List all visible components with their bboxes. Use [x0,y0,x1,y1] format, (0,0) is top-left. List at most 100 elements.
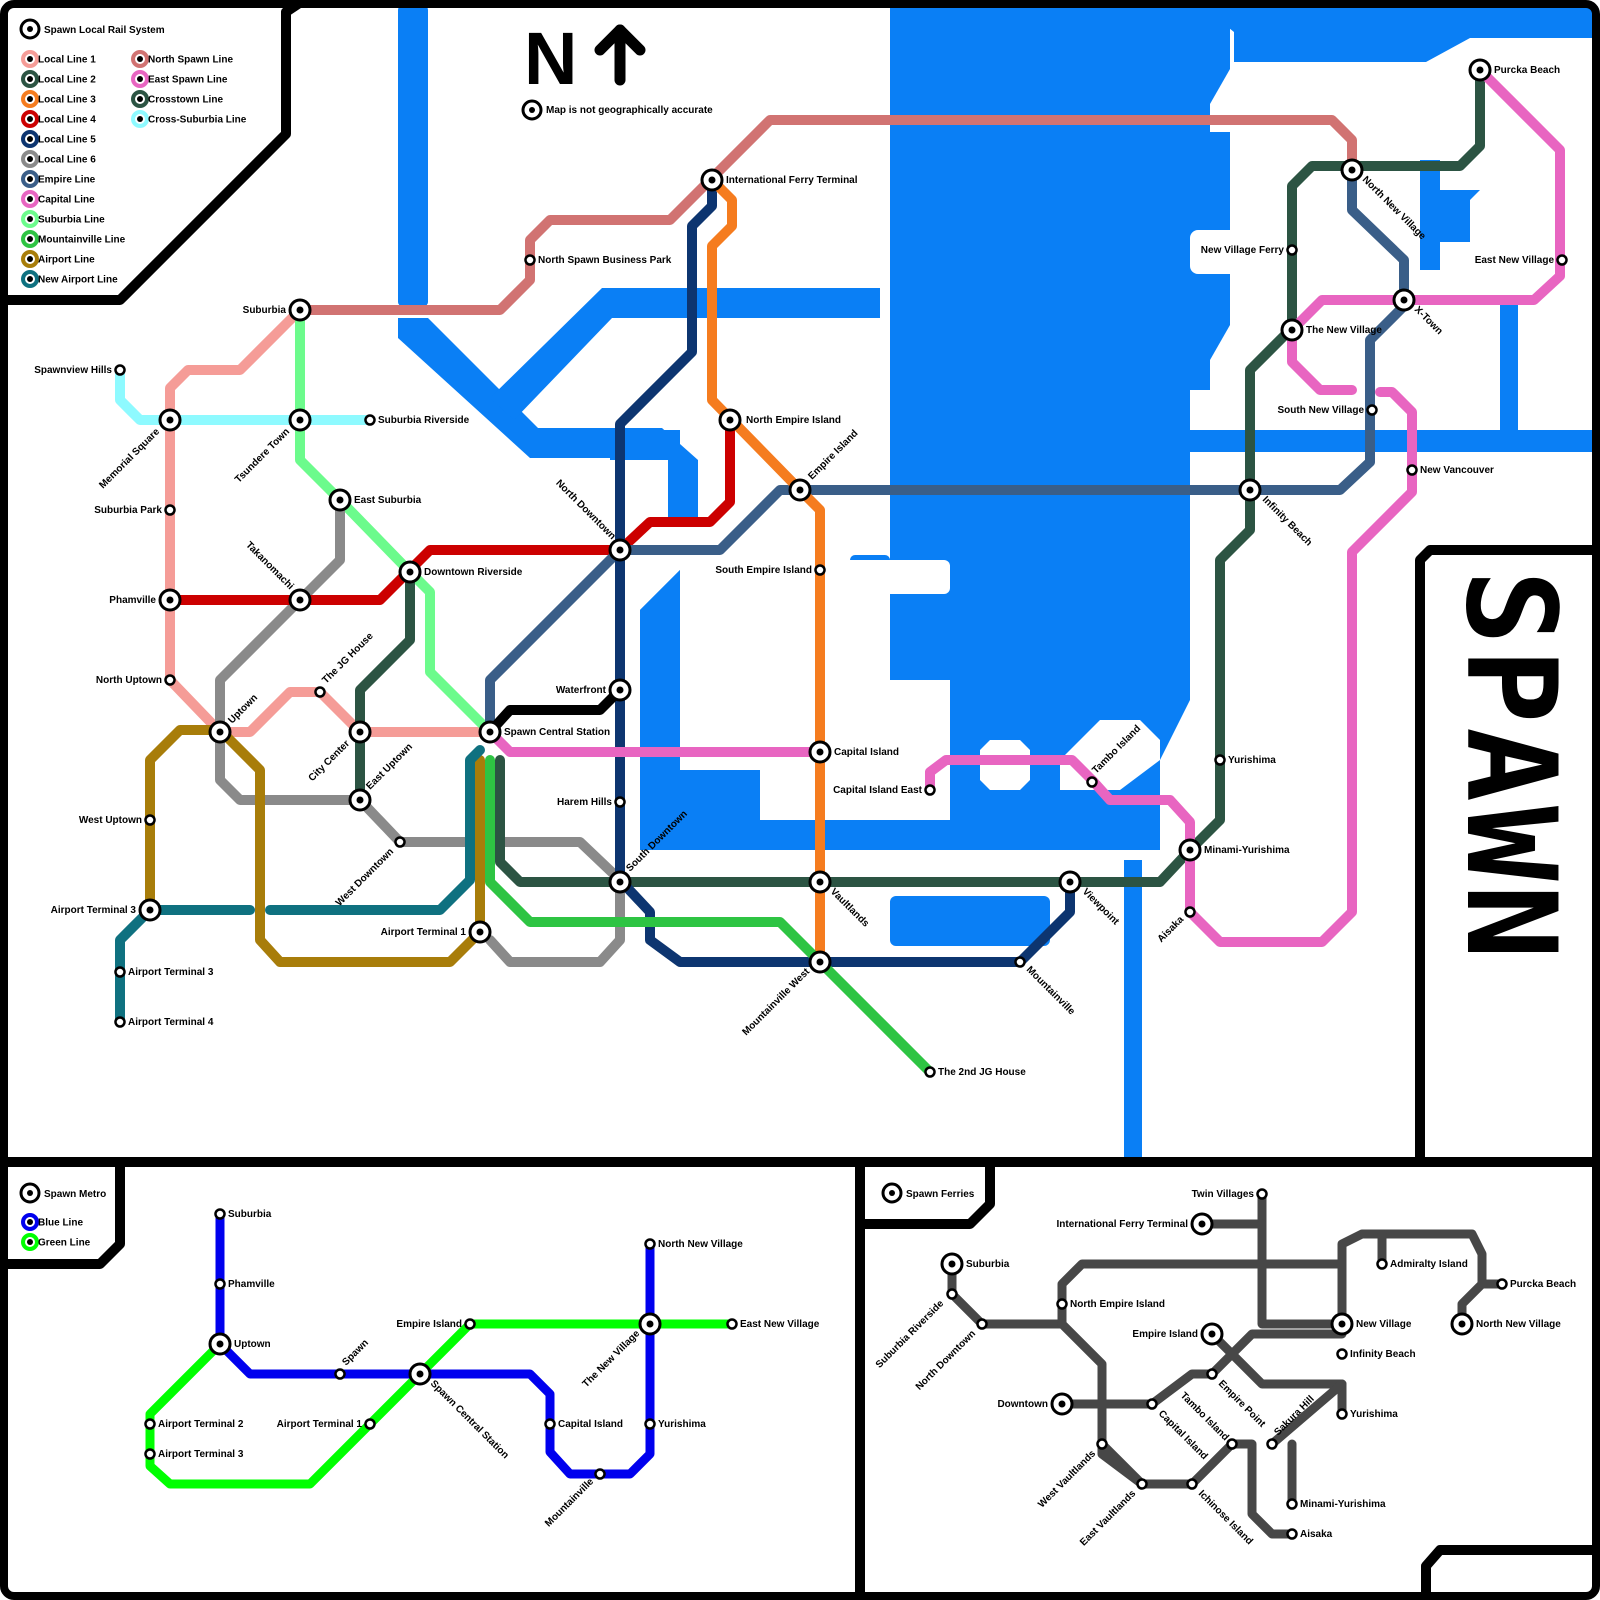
metro-yurishima-label: Yurishima [658,1419,706,1430]
station-airport-terminal-3-marker [140,900,160,920]
legend-item: Airport Line [23,252,95,266]
station-new-vancouver-label: New Vancouver [1420,465,1494,476]
station-viewpoint-marker [1060,872,1080,892]
legend-label: Local Line 3 [38,95,96,106]
metro-phamville-marker [216,1280,225,1289]
metro-legend-item: Blue Line [23,1215,83,1229]
ferry-suburbia-riverside-marker [948,1290,957,1299]
metro-mountainville-marker [596,1470,605,1479]
legend-label: Cross-Suburbia Line [148,115,247,126]
station-suburbia-park-label: Suburbia Park [94,505,162,516]
station-the-new-village-label: The New Village [1306,325,1382,336]
metro-capital-island-label: Capital Island [558,1419,623,1430]
station-minami-yurishima-label: Minami-Yurishima [1204,845,1290,856]
station-east-uptown-marker [350,790,370,810]
ferry-admiralty-island-label: Admiralty Island [1390,1259,1468,1270]
station-yurishima-marker [1216,756,1225,765]
station-north-new-village-marker [1342,160,1362,180]
legend-label: Suburbia Line [38,215,105,226]
station-south-downtown-marker [610,872,630,892]
station-south-new-village-marker [1368,406,1377,415]
station-empire-island-marker [790,480,810,500]
legend-item: Local Line 1 [23,52,96,66]
station-north-downtown-marker [610,540,630,560]
ferry-east-vaultlands-marker [1138,1480,1147,1489]
ferry-ichinose-island-marker [1188,1480,1197,1489]
legend-item: Local Line 5 [23,132,96,146]
station-east-new-village-marker [1558,256,1567,265]
station-suburbia-label: Suburbia [243,305,287,316]
station-airport-terminal-4-label: Airport Terminal 4 [128,1017,214,1028]
ferry-downtown-label: Downtown [997,1399,1048,1410]
station-mountainville-marker [1016,958,1025,967]
station-north-spawn-business-park-marker [526,256,535,265]
ferry-infinity-beach-marker [1338,1350,1347,1359]
station-tambo-island-marker [1088,778,1097,787]
legend-title: Spawn Local Rail System [44,25,165,36]
station-spawnview-hills-label: Spawnview Hills [34,365,112,376]
station-west-uptown-label: West Uptown [79,815,142,826]
legend-label: East Spawn Line [148,75,228,86]
station-purcka-beach-label: Purcka Beach [1494,65,1560,76]
legend-label: Local Line 6 [38,155,96,166]
ferry-north-downtown-marker [978,1320,987,1329]
legend-label: Local Line 4 [38,115,96,126]
metro-capital-island-marker [546,1420,555,1429]
legend-label: Capital Line [38,195,95,206]
metro-legend-item: Green Line [23,1235,91,1249]
legend-label: Empire Line [38,175,96,186]
ferry-north-new-village-label: North New Village [1476,1319,1561,1330]
ferry-aisaka-label: Aisaka [1300,1529,1333,1540]
station-the-2nd-jg-house-label: The 2nd JG House [938,1067,1026,1078]
station-east-new-village-label: East New Village [1475,255,1555,266]
legend-label: Local Line 1 [38,55,96,66]
metro-yurishima-marker [646,1420,655,1429]
station-capital-island-marker [810,742,830,762]
legend-label: Crosstown Line [148,95,223,106]
metro-title: Spawn Metro [44,1189,106,1200]
ferry-capital-island-marker [1148,1400,1157,1409]
metro-spawn-marker [336,1370,345,1379]
station-mountainville-west-marker [810,952,830,972]
station-harem-hills-label: Harem Hills [557,797,612,808]
metro-airport-terminal-1-marker [366,1420,375,1429]
station-north-uptown-marker [166,676,175,685]
metro-suburbia-marker [216,1210,225,1219]
legend-label: North Spawn Line [148,55,233,66]
metro-uptown-marker [210,1334,230,1354]
legend-item: Crosstown Line [133,92,223,106]
station-vaultlands-marker [810,872,830,892]
legend-item: Mountainville Line [23,232,126,246]
legend-label: New Airport Line [38,275,118,286]
north-letter: N [524,17,577,100]
metro-north-new-village-label: North New Village [658,1239,743,1250]
station-capital-island-east-label: Capital Island East [833,785,923,796]
station-purcka-beach-marker [1470,60,1490,80]
legend-item: Local Line 2 [23,72,96,86]
station-spawnview-hills-marker [116,366,125,375]
station-waterfront-label: Waterfront [556,685,607,696]
ferry-empire-island-label: Empire Island [1132,1329,1198,1340]
station-uptown-marker [210,722,230,742]
ferry-suburbia-label: Suburbia [966,1259,1010,1270]
station-spawn-central-station-marker [480,722,500,742]
station-x-town-marker [1394,290,1414,310]
metro-airport-terminal-2-marker [146,1420,155,1429]
station-west-downtown-marker [396,838,405,847]
ferry-sakura-hill-marker [1268,1440,1277,1449]
legend-item: Empire Line [23,172,96,186]
station-infinity-beach-marker [1240,480,1260,500]
legend-item: Suburbia Line [23,212,105,226]
ferry-tambo-island-marker [1228,1440,1237,1449]
legend-item: Local Line 3 [23,92,96,106]
metro-the-new-village-marker [640,1314,660,1334]
spawn-brand: SPAWN [1438,570,1582,963]
metro-spawn-central-station-marker [410,1364,430,1384]
ferry-new-village-marker [1332,1314,1352,1334]
ferry-minami-yurishima-label: Minami-Yurishima [1300,1499,1386,1510]
ferry-north-empire-island-marker [1058,1300,1067,1309]
station-capital-island-label: Capital Island [834,747,899,758]
legend-item: Cross-Suburbia Line [133,112,247,126]
ferry-international-ferry-terminal-marker [1192,1214,1212,1234]
ferry-yurishima-marker [1338,1410,1347,1419]
